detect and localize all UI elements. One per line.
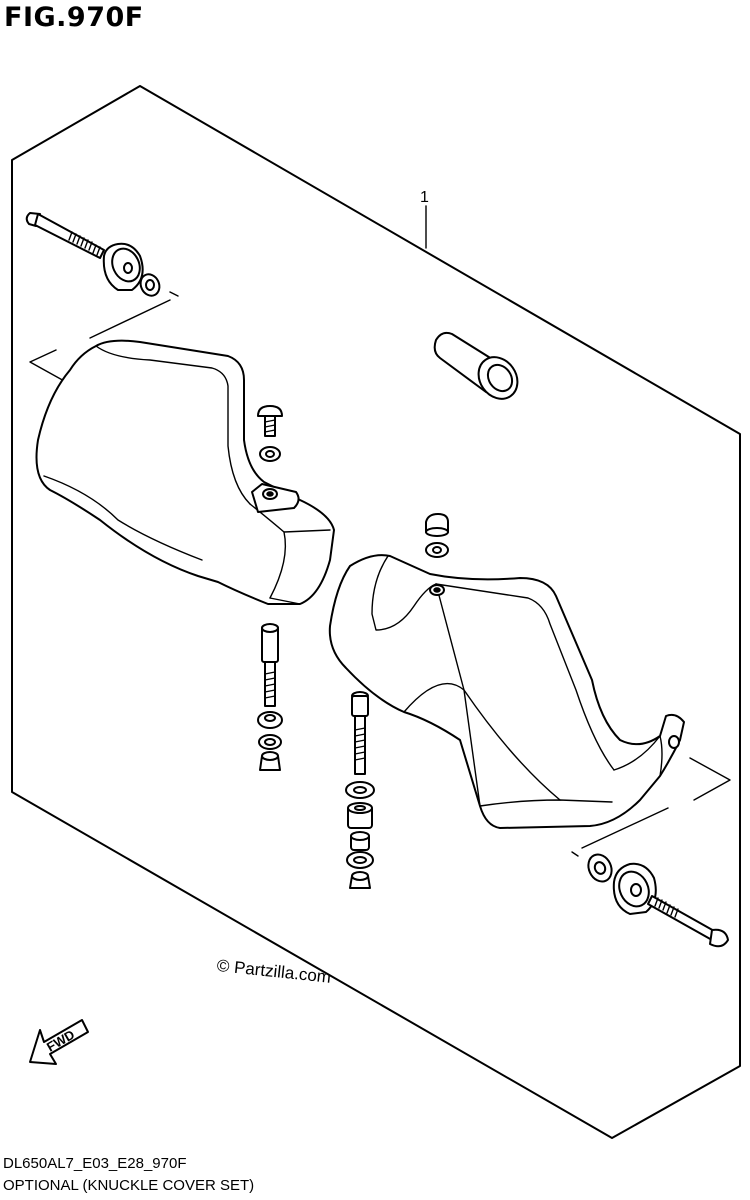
right-bar-end-weight <box>612 862 657 915</box>
right-mount-rubber <box>350 831 370 851</box>
right-bar-end-bolt <box>647 895 729 948</box>
right-bar-end-leader <box>571 757 731 857</box>
left-mount-washer <box>258 734 282 750</box>
right-mount-bolt <box>351 691 369 775</box>
left-mount-collar <box>257 711 283 729</box>
left-bar-end-washer <box>139 273 161 297</box>
left-cover-washer <box>259 446 281 462</box>
right-knuckle-cover <box>328 554 685 829</box>
left-mount-bolt <box>261 623 279 707</box>
right-bar-end-washer <box>587 853 613 883</box>
left-bar-end-leader <box>29 291 179 383</box>
left-knuckle-cover <box>35 339 335 605</box>
figure-caption: OPTIONAL (KNUCKLE COVER SET) <box>3 1177 255 1194</box>
right-mount-collar <box>347 802 373 829</box>
fwd-arrow-icon: FWD <box>29 1019 89 1065</box>
right-cover-washer <box>425 542 449 558</box>
left-mount-nut <box>259 751 281 771</box>
right-mount-spacer <box>345 781 375 799</box>
callout-1-label: 1 <box>420 189 429 206</box>
left-bar-end-weight <box>102 242 144 291</box>
left-bar-end-bolt <box>25 212 105 259</box>
right-mount-nut <box>349 871 371 889</box>
kit-boundary <box>11 85 741 1139</box>
right-mount-washer <box>346 851 374 869</box>
rubber-grommet <box>433 331 519 400</box>
right-cover-nut <box>425 513 449 537</box>
drawing-code: DL650AL7_E03_E28_970F <box>3 1155 187 1172</box>
left-cover-screw <box>257 405 283 437</box>
figure-title: FIG.970F <box>4 2 144 33</box>
